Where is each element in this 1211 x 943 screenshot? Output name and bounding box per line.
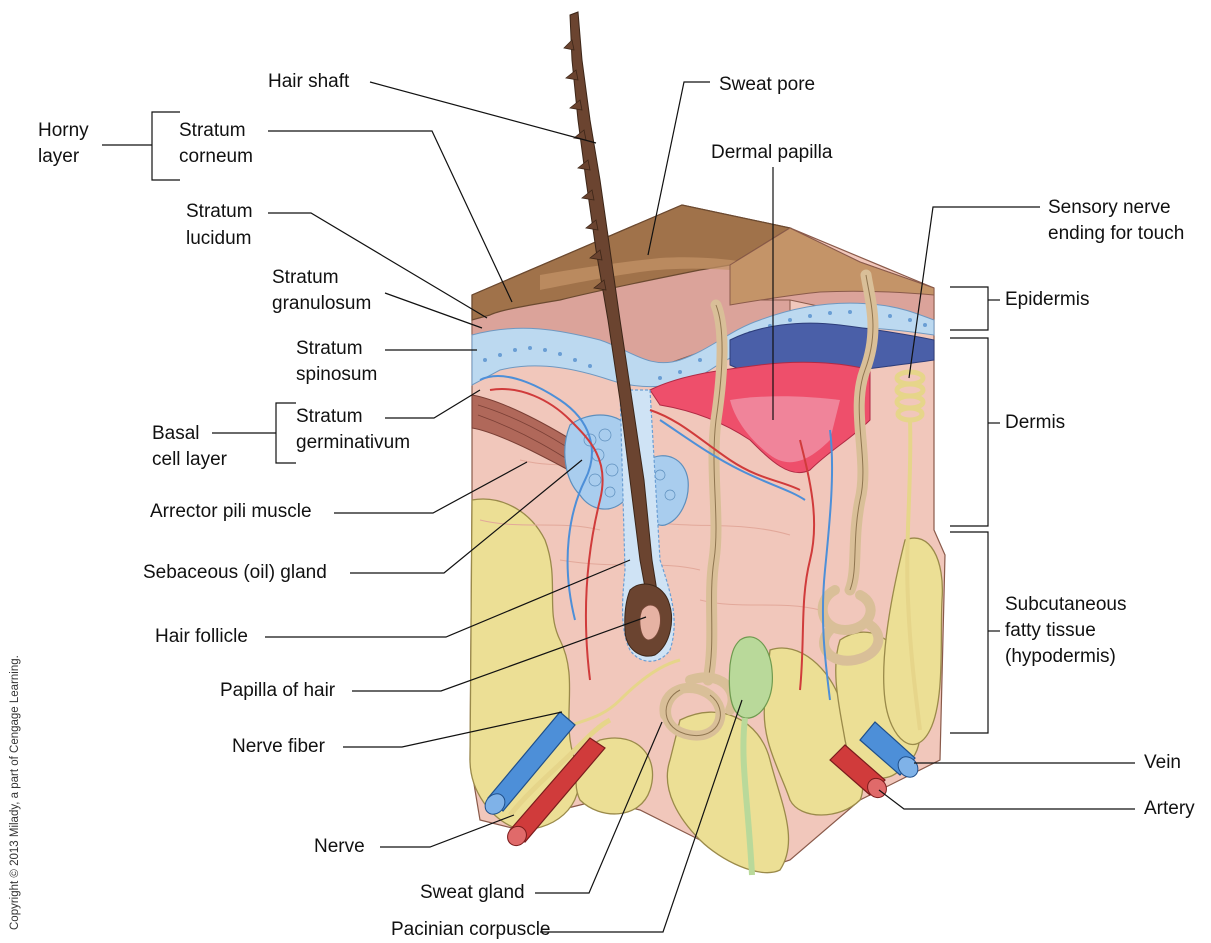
- copyright-notice: Copyright © 2013 Milady, a part of Cenga…: [9, 655, 21, 930]
- label-subcutaneous-2: fatty tissue: [1005, 618, 1096, 644]
- label-stratum-spinosum-1: Stratum: [296, 336, 363, 362]
- label-stratum-lucidum-2: lucidum: [186, 226, 251, 252]
- label-hair-shaft: Hair shaft: [268, 69, 349, 95]
- label-sensory-nerve-1: Sensory nerve: [1048, 195, 1171, 221]
- label-stratum-corneum-2: corneum: [179, 144, 253, 170]
- label-epidermis: Epidermis: [1005, 287, 1089, 313]
- label-dermis: Dermis: [1005, 410, 1065, 436]
- skin-block: [470, 12, 945, 875]
- label-papilla-of-hair: Papilla of hair: [220, 678, 335, 704]
- label-sweat-gland: Sweat gland: [420, 880, 525, 906]
- label-stratum-spinosum-2: spinosum: [296, 362, 377, 388]
- label-stratum-germinativum-2: germinativum: [296, 430, 410, 456]
- label-sensory-nerve-2: ending for touch: [1048, 221, 1184, 247]
- label-arrector-pili: Arrector pili muscle: [150, 499, 312, 525]
- label-nerve-fiber: Nerve fiber: [232, 734, 325, 760]
- label-stratum-corneum-1: Stratum: [179, 118, 246, 144]
- label-stratum-germinativum-1: Stratum: [296, 404, 363, 430]
- label-subcutaneous-1: Subcutaneous: [1005, 592, 1127, 618]
- label-hair-follicle: Hair follicle: [155, 624, 248, 650]
- pacinian-corpuscle: [729, 637, 772, 718]
- label-nerve: Nerve: [314, 834, 365, 860]
- label-sebaceous-gland: Sebaceous (oil) gland: [143, 560, 327, 586]
- label-horny-layer-1: Horny: [38, 118, 89, 144]
- label-dermal-papilla: Dermal papilla: [711, 140, 832, 166]
- label-basal-cell-layer-2: cell layer: [152, 447, 227, 473]
- label-stratum-lucidum-1: Stratum: [186, 199, 253, 225]
- label-stratum-granulosum-1: Stratum: [272, 265, 339, 291]
- label-vein: Vein: [1144, 750, 1181, 776]
- label-pacinian-corpuscle: Pacinian corpuscle: [391, 917, 550, 943]
- label-horny-layer-2: layer: [38, 144, 79, 170]
- label-sweat-pore: Sweat pore: [719, 72, 815, 98]
- label-artery: Artery: [1144, 796, 1195, 822]
- label-subcutaneous-3: (hypodermis): [1005, 644, 1116, 670]
- label-stratum-granulosum-2: granulosum: [272, 291, 371, 317]
- label-basal-cell-layer-1: Basal: [152, 421, 200, 447]
